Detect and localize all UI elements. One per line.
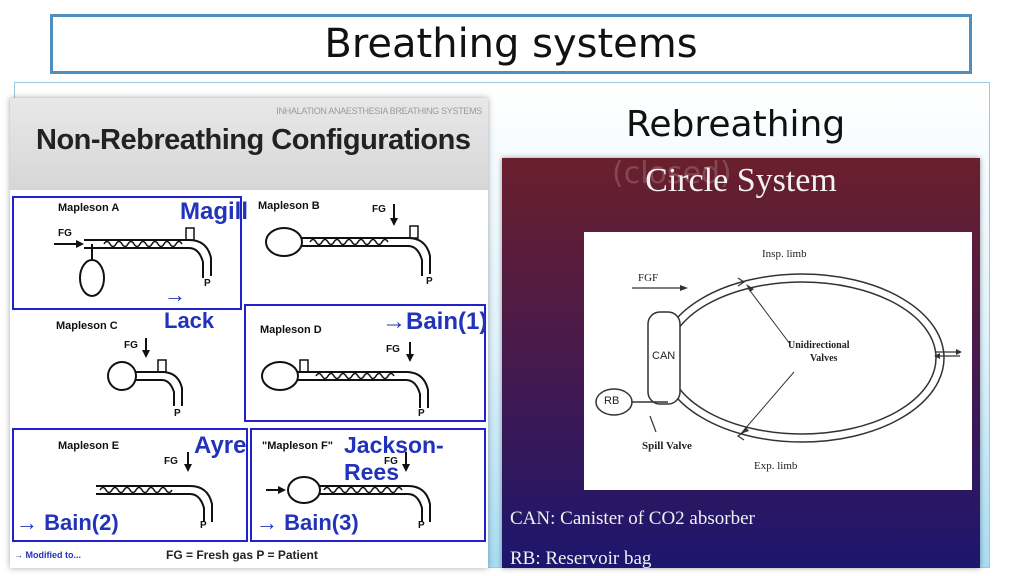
mapleson-b-p: P	[426, 276, 433, 287]
rebreathing-heading: Rebreathing	[626, 104, 846, 145]
mapleson-a-p: P	[204, 278, 211, 289]
rb-note: RB: Reservoir bag	[510, 548, 652, 568]
title-box: Breathing systems	[50, 14, 972, 74]
circle-system-figure: Insp. limb Exp. limb FGF CAN RB Spill Va…	[584, 232, 972, 490]
mapleson-a-label: Mapleson A	[58, 202, 120, 214]
circle-system-diagram	[595, 273, 962, 443]
rb-label: RB	[604, 395, 620, 407]
lack-label: → Lack	[164, 282, 215, 333]
source-caption: INHALATION ANAESTHESIA BREATHING SYSTEMS	[276, 106, 482, 116]
mapleson-d-diagram	[261, 342, 429, 408]
bain1-label: →Bain(1)	[382, 308, 488, 335]
can-label: CAN	[652, 350, 676, 362]
bain3-label: → Bain(3)	[256, 510, 359, 535]
mapleson-f-fg: FG	[384, 456, 398, 467]
can-note: CAN: Canister of CO2 absorber	[510, 508, 755, 529]
mapleson-heading: Non-Rebreathing Configurations	[36, 124, 471, 156]
fgf-label: FGF	[638, 272, 659, 284]
mapleson-e-fg: FG	[164, 456, 178, 467]
mapleson-f-p: P	[418, 520, 425, 531]
mapleson-e-label: Mapleson E	[58, 440, 120, 452]
mapleson-e-p: P	[200, 520, 207, 531]
jackson-rees-label: Jackson-Rees	[344, 432, 444, 485]
cell-mapleson-d: Mapleson D →Bain(1) FG P	[244, 304, 488, 422]
mapleson-f-diagram	[266, 452, 431, 522]
mapleson-f-label: "Mapleson F"	[262, 440, 333, 452]
magill-label: Magill	[180, 198, 249, 225]
circle-system-panel: (closed) Circle System Insp. limb Exp. l…	[502, 158, 980, 568]
cell-mapleson-c: Mapleson C FG P	[12, 314, 242, 424]
modified-note: → Modified to...	[14, 550, 81, 560]
unidirectional-label: Unidirectional	[788, 340, 850, 351]
insp-limb-label: Insp. limb	[762, 248, 807, 260]
mapleson-header: INHALATION ANAESTHESIA BREATHING SYSTEMS…	[10, 98, 488, 190]
spill-valve-label: Spill Valve	[642, 440, 692, 452]
circle-system-title: Circle System	[645, 162, 837, 199]
mapleson-a-diagram	[54, 227, 212, 297]
cell-mapleson-e: Mapleson E Ayre FG P → Bain(2)	[12, 428, 248, 542]
mapleson-footer: → Modified to... FG = Fresh gas P = Pati…	[10, 544, 488, 568]
mapleson-c-diagram	[107, 338, 183, 406]
mapleson-c-p: P	[174, 408, 181, 419]
mapleson-a-fg: FG	[58, 228, 72, 239]
page-title: Breathing systems	[324, 21, 698, 67]
ayre-label: Ayre	[194, 432, 247, 459]
mapleson-e-diagram	[96, 452, 213, 522]
fg-p-legend: FG = Fresh gas P = Patient	[166, 548, 318, 562]
mapleson-d-p: P	[418, 408, 425, 419]
mapleson-b-diagram	[265, 204, 431, 276]
mapleson-b-fg: FG	[372, 204, 386, 215]
bain2-label: → Bain(2)	[16, 510, 119, 535]
valves-label: Valves	[810, 353, 838, 364]
hidden-closed-text: (closed)	[612, 158, 732, 191]
cell-mapleson-a: Mapleson A Magill FG P → Lack	[12, 196, 248, 333]
mapleson-d-label: Mapleson D	[260, 324, 322, 336]
mapleson-c-label: Mapleson C	[56, 320, 118, 332]
cell-mapleson-b: Mapleson B FG P	[248, 196, 486, 300]
cell-mapleson-f: "Mapleson F" Jackson-Rees FG P → Bain(3)	[250, 428, 486, 542]
exp-limb-label: Exp. limb	[754, 460, 798, 472]
mapleson-c-fg: FG	[124, 340, 138, 351]
mapleson-d-fg: FG	[386, 344, 400, 355]
mapleson-panel: INHALATION ANAESTHESIA BREATHING SYSTEMS…	[10, 98, 488, 568]
mapleson-b-label: Mapleson B	[258, 200, 320, 212]
